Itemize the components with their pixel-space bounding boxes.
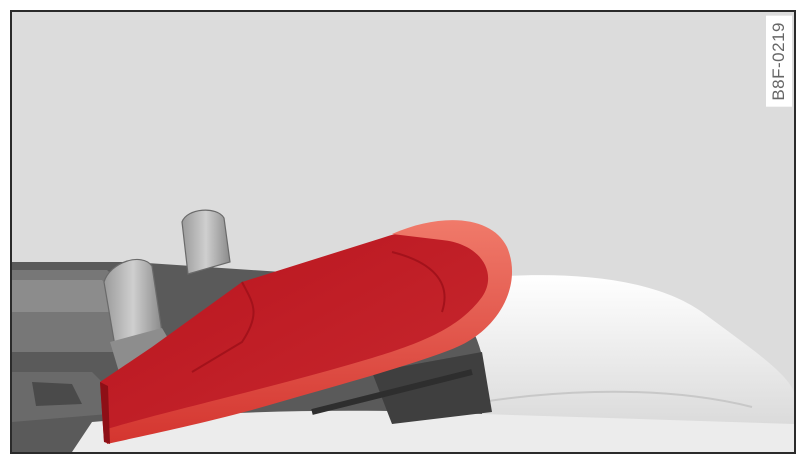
car-illustration: [12, 12, 794, 452]
figure-code-label: B8F-0219: [766, 16, 792, 107]
figure-frame: B8F-0219: [10, 10, 796, 454]
rear-headrest: [182, 210, 230, 274]
